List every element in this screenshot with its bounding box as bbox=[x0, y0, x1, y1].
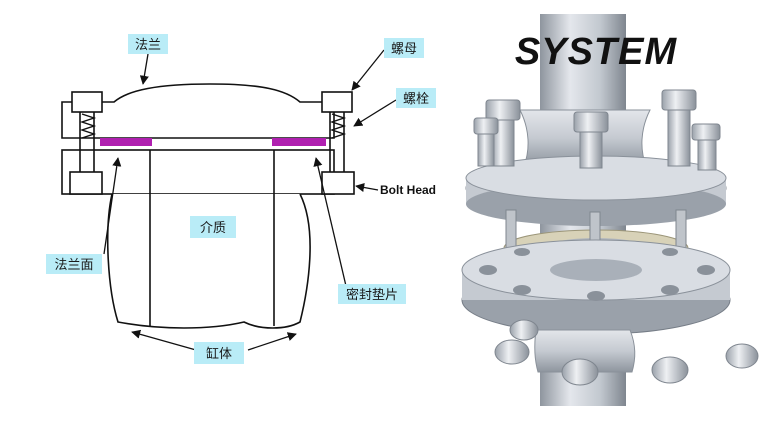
schematic-diagram bbox=[61, 83, 355, 329]
cylinder-body bbox=[106, 193, 311, 329]
label-medium: 介质 bbox=[190, 216, 236, 238]
svg-text:法兰面: 法兰面 bbox=[54, 258, 93, 273]
svg-text:Bolt Head: Bolt Head bbox=[380, 183, 436, 197]
svg-text:法兰: 法兰 bbox=[135, 38, 161, 53]
photo-title: SYSTEM bbox=[515, 31, 678, 73]
label-flange: 法兰 bbox=[128, 34, 168, 54]
gasket-left bbox=[100, 138, 152, 146]
label-bolt-head: Bolt Head bbox=[380, 183, 436, 197]
right-spring bbox=[329, 113, 347, 139]
left-bolt-head bbox=[69, 171, 103, 195]
label-bolt: 螺栓 bbox=[396, 88, 436, 108]
right-nut bbox=[321, 91, 353, 113]
svg-text:螺栓: 螺栓 bbox=[403, 92, 429, 107]
svg-text:介质: 介质 bbox=[200, 221, 226, 236]
label-cylinder: 缸体 bbox=[194, 342, 244, 364]
upper-flange-outline bbox=[61, 83, 335, 139]
svg-text:缸体: 缸体 bbox=[206, 346, 232, 362]
leader-lines bbox=[103, 49, 397, 351]
left-spring bbox=[79, 113, 97, 139]
label-flange-face: 法兰面 bbox=[46, 254, 102, 274]
svg-text:密封垫片: 密封垫片 bbox=[346, 287, 398, 303]
loose-nuts bbox=[494, 319, 759, 386]
left-nut bbox=[71, 91, 103, 113]
upper-bolts bbox=[473, 89, 721, 171]
label-gasket: 密封垫片 bbox=[338, 284, 406, 304]
gasket-right bbox=[272, 138, 326, 146]
right-bolt-head bbox=[321, 171, 355, 195]
flange-photo: SYSTEM bbox=[461, 14, 759, 406]
lower-flange bbox=[61, 149, 335, 195]
label-nut: 螺母 bbox=[384, 38, 424, 58]
svg-text:螺母: 螺母 bbox=[391, 42, 417, 57]
